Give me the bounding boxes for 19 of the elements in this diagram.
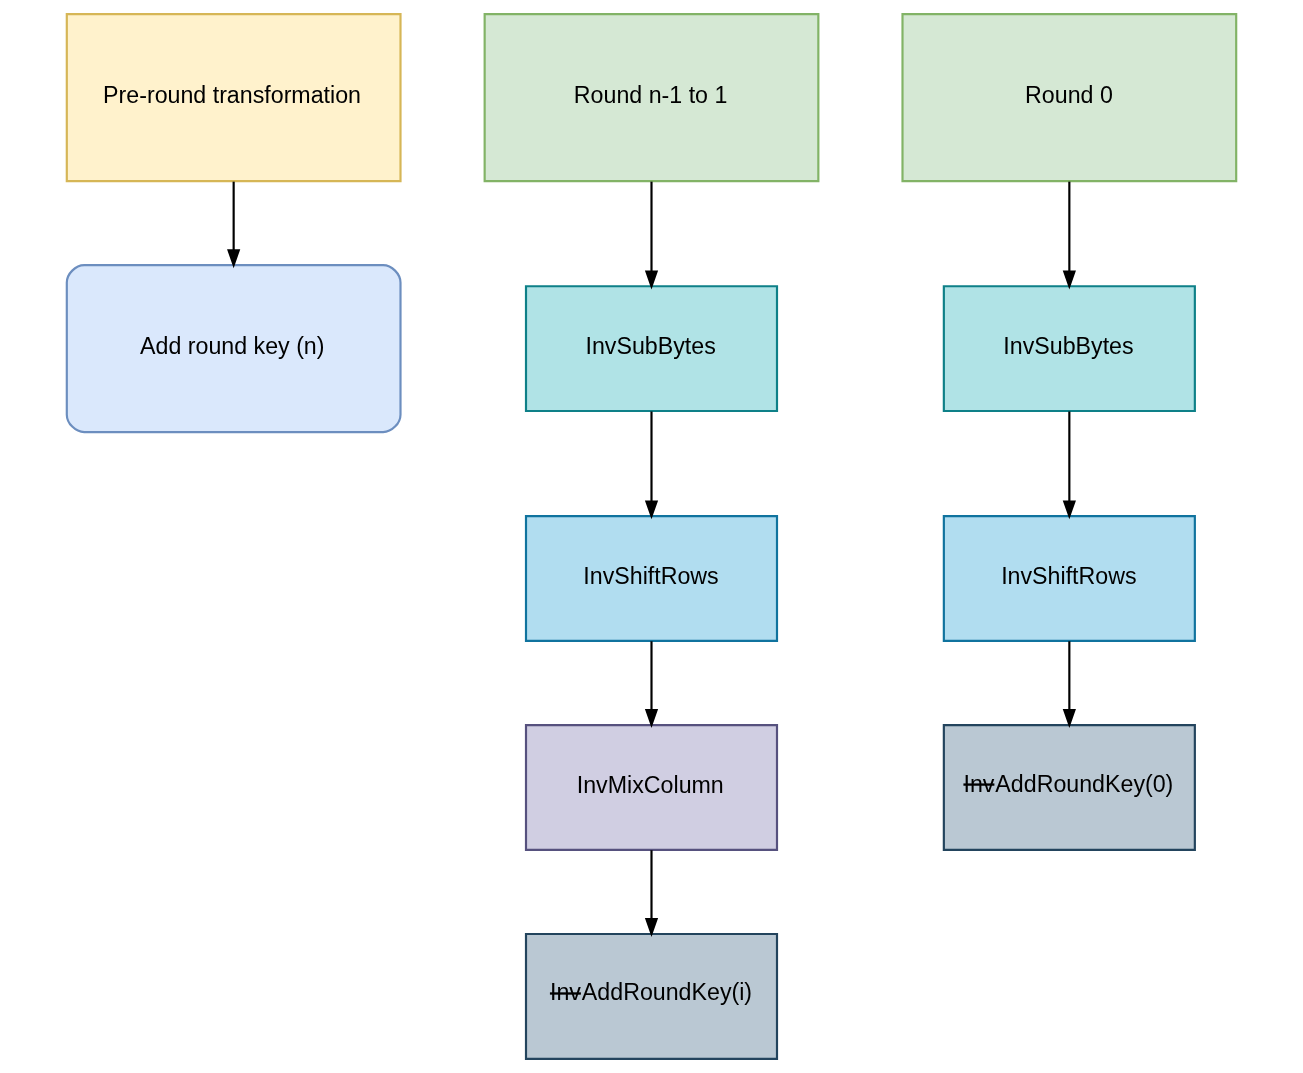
arrow xyxy=(644,850,659,937)
arrow xyxy=(644,411,659,520)
node-box: Add round key (n) xyxy=(65,264,402,434)
node-box: InvAddRoundKey(0) xyxy=(942,724,1196,851)
node-box: InvShiftRows xyxy=(942,515,1196,643)
arrow xyxy=(644,181,659,290)
arrow xyxy=(1062,641,1076,728)
arrow xyxy=(644,641,659,728)
arrow xyxy=(1062,181,1076,290)
node-box: InvSubBytes xyxy=(942,285,1196,413)
node-box: Round n-1 to 1 xyxy=(483,13,820,183)
node-box: InvMixColumn xyxy=(524,724,779,851)
arrow xyxy=(227,181,241,269)
node-box: InvAddRoundKey(i) xyxy=(524,932,779,1060)
arrow xyxy=(1062,411,1076,520)
node-box: Round 0 xyxy=(901,13,1238,183)
node-box: InvShiftRows xyxy=(524,515,779,643)
node-box: InvSubBytes xyxy=(524,285,779,413)
node-box: Pre-round transformation xyxy=(65,13,402,183)
